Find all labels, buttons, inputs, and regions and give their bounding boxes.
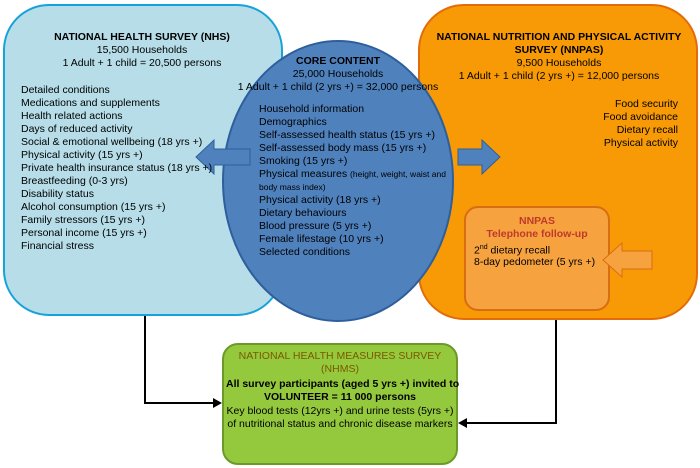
nhs-title: NATIONAL HEALTH SURVEY (NHS): [54, 31, 230, 43]
followup-dietary-recall: 2nd dietary recall: [474, 241, 550, 258]
connector-arrowhead-icon: [458, 418, 467, 428]
list-item: Days of reduced activity: [21, 123, 133, 135]
list-item: Food security: [614, 98, 678, 110]
list-item: Detailed conditions: [21, 84, 110, 96]
nhs-item-list: Detailed conditions Medications and supp…: [21, 84, 212, 253]
list-item: Medications and supplements: [21, 97, 160, 109]
list-item: Physical activity (15 yrs +): [21, 149, 143, 161]
list-item: Financial stress: [21, 240, 94, 252]
list-item: Family stressors (15 yrs +): [21, 214, 145, 226]
nnpas-title-line1: NATIONAL NUTRITION AND PHYSICAL ACTIVITY: [436, 31, 682, 43]
recall-superscript: nd: [479, 244, 488, 251]
arrow-left-orange-icon: [602, 241, 653, 279]
list-item: Physical activity: [603, 137, 678, 149]
list-item: Dietary behaviours: [259, 207, 347, 219]
list-item: Breastfeeding (0-3 yrs): [21, 175, 128, 187]
nhms-title: NATIONAL HEALTH MEASURES SURVEY: [238, 350, 442, 362]
list-item: Food avoidance: [603, 111, 678, 123]
list-item: Blood pressure (5 yrs +): [259, 220, 372, 232]
list-item: Self-assessed health status (15 yrs +): [259, 129, 435, 141]
list-item: Disability status: [21, 188, 94, 200]
list-item: Self-assessed body mass (15 yrs +): [259, 142, 427, 154]
nhms-tests: Key blood tests (12yrs +) and urine test…: [226, 405, 454, 417]
core-item-list: Household information Demographics Self-…: [259, 103, 446, 259]
recall-text: dietary recall: [487, 244, 551, 257]
list-item: Health related actions: [21, 110, 123, 122]
list-item: Female lifestage (10 yrs +): [259, 233, 384, 245]
telephone-followup-box: [464, 206, 610, 311]
nnpas-households: 9,500 Households: [516, 57, 602, 69]
list-item: Demographics: [259, 116, 327, 128]
connector-arrowhead-icon: [213, 398, 222, 408]
recall-number: 2: [474, 244, 480, 257]
list-item: Alcohol consumption (15 yrs +): [21, 201, 166, 213]
core-households: 25,000 Households: [292, 68, 384, 80]
physical-measures-detail-2: body mass index): [259, 182, 326, 192]
nhms-volunteer: VOLUNTEER = 11 000 persons: [263, 391, 417, 403]
list-item: Selected conditions: [259, 246, 351, 258]
nnpas-persons: 1 Adult + 1 child (2 yrs +) = 12,000 per…: [458, 70, 660, 82]
nhs-households: 15,500 Households: [96, 44, 188, 56]
arrow-right-icon: [457, 138, 501, 176]
nnpas-to-nhms-connector: [464, 320, 557, 424]
list-item: Social & emotional wellbeing (18 yrs +): [21, 136, 203, 148]
followup-subtitle: Telephone follow-up: [486, 228, 588, 240]
nhms-box: [222, 343, 458, 465]
arrow-left-icon: [195, 138, 251, 176]
core-persons: 1 Adult + 1 child (2 yrs +) = 32,000 per…: [237, 81, 439, 93]
nnpas-title-line2: SURVEY (NNPAS): [514, 44, 604, 56]
list-item: Smoking (15 yrs +): [259, 155, 348, 167]
core-title: CORE CONTENT: [296, 55, 380, 67]
nhms-abbrev: (NHMS): [321, 363, 359, 375]
list-item: Household information: [259, 103, 365, 115]
followup-title: NNPAS: [519, 215, 555, 227]
nhs-to-nhms-connector: [144, 316, 216, 404]
nhs-persons: 1 Adult + 1 child = 20,500 persons: [62, 57, 222, 69]
list-item: Dietary recall: [616, 124, 678, 136]
physical-measures-label: Physical measures: [259, 168, 348, 180]
list-item: Private health insurance status (18 yrs …: [21, 162, 213, 174]
nhms-invitation: All survey participants (aged 5 yrs +) i…: [226, 378, 460, 390]
list-item: Physical activity (18 yrs +): [259, 194, 381, 206]
list-item-physical-measures: Physical measures (height, weight, waist…: [259, 168, 446, 181]
physical-measures-detail: (height, weight, waist and: [350, 169, 446, 179]
followup-pedometer: 8-day pedometer (5 yrs +): [474, 256, 596, 268]
nhms-markers: of nutritional status and chronic diseas…: [227, 418, 453, 430]
list-item: Personal income (15 yrs +): [21, 227, 147, 239]
core-content-circle: [222, 40, 454, 322]
